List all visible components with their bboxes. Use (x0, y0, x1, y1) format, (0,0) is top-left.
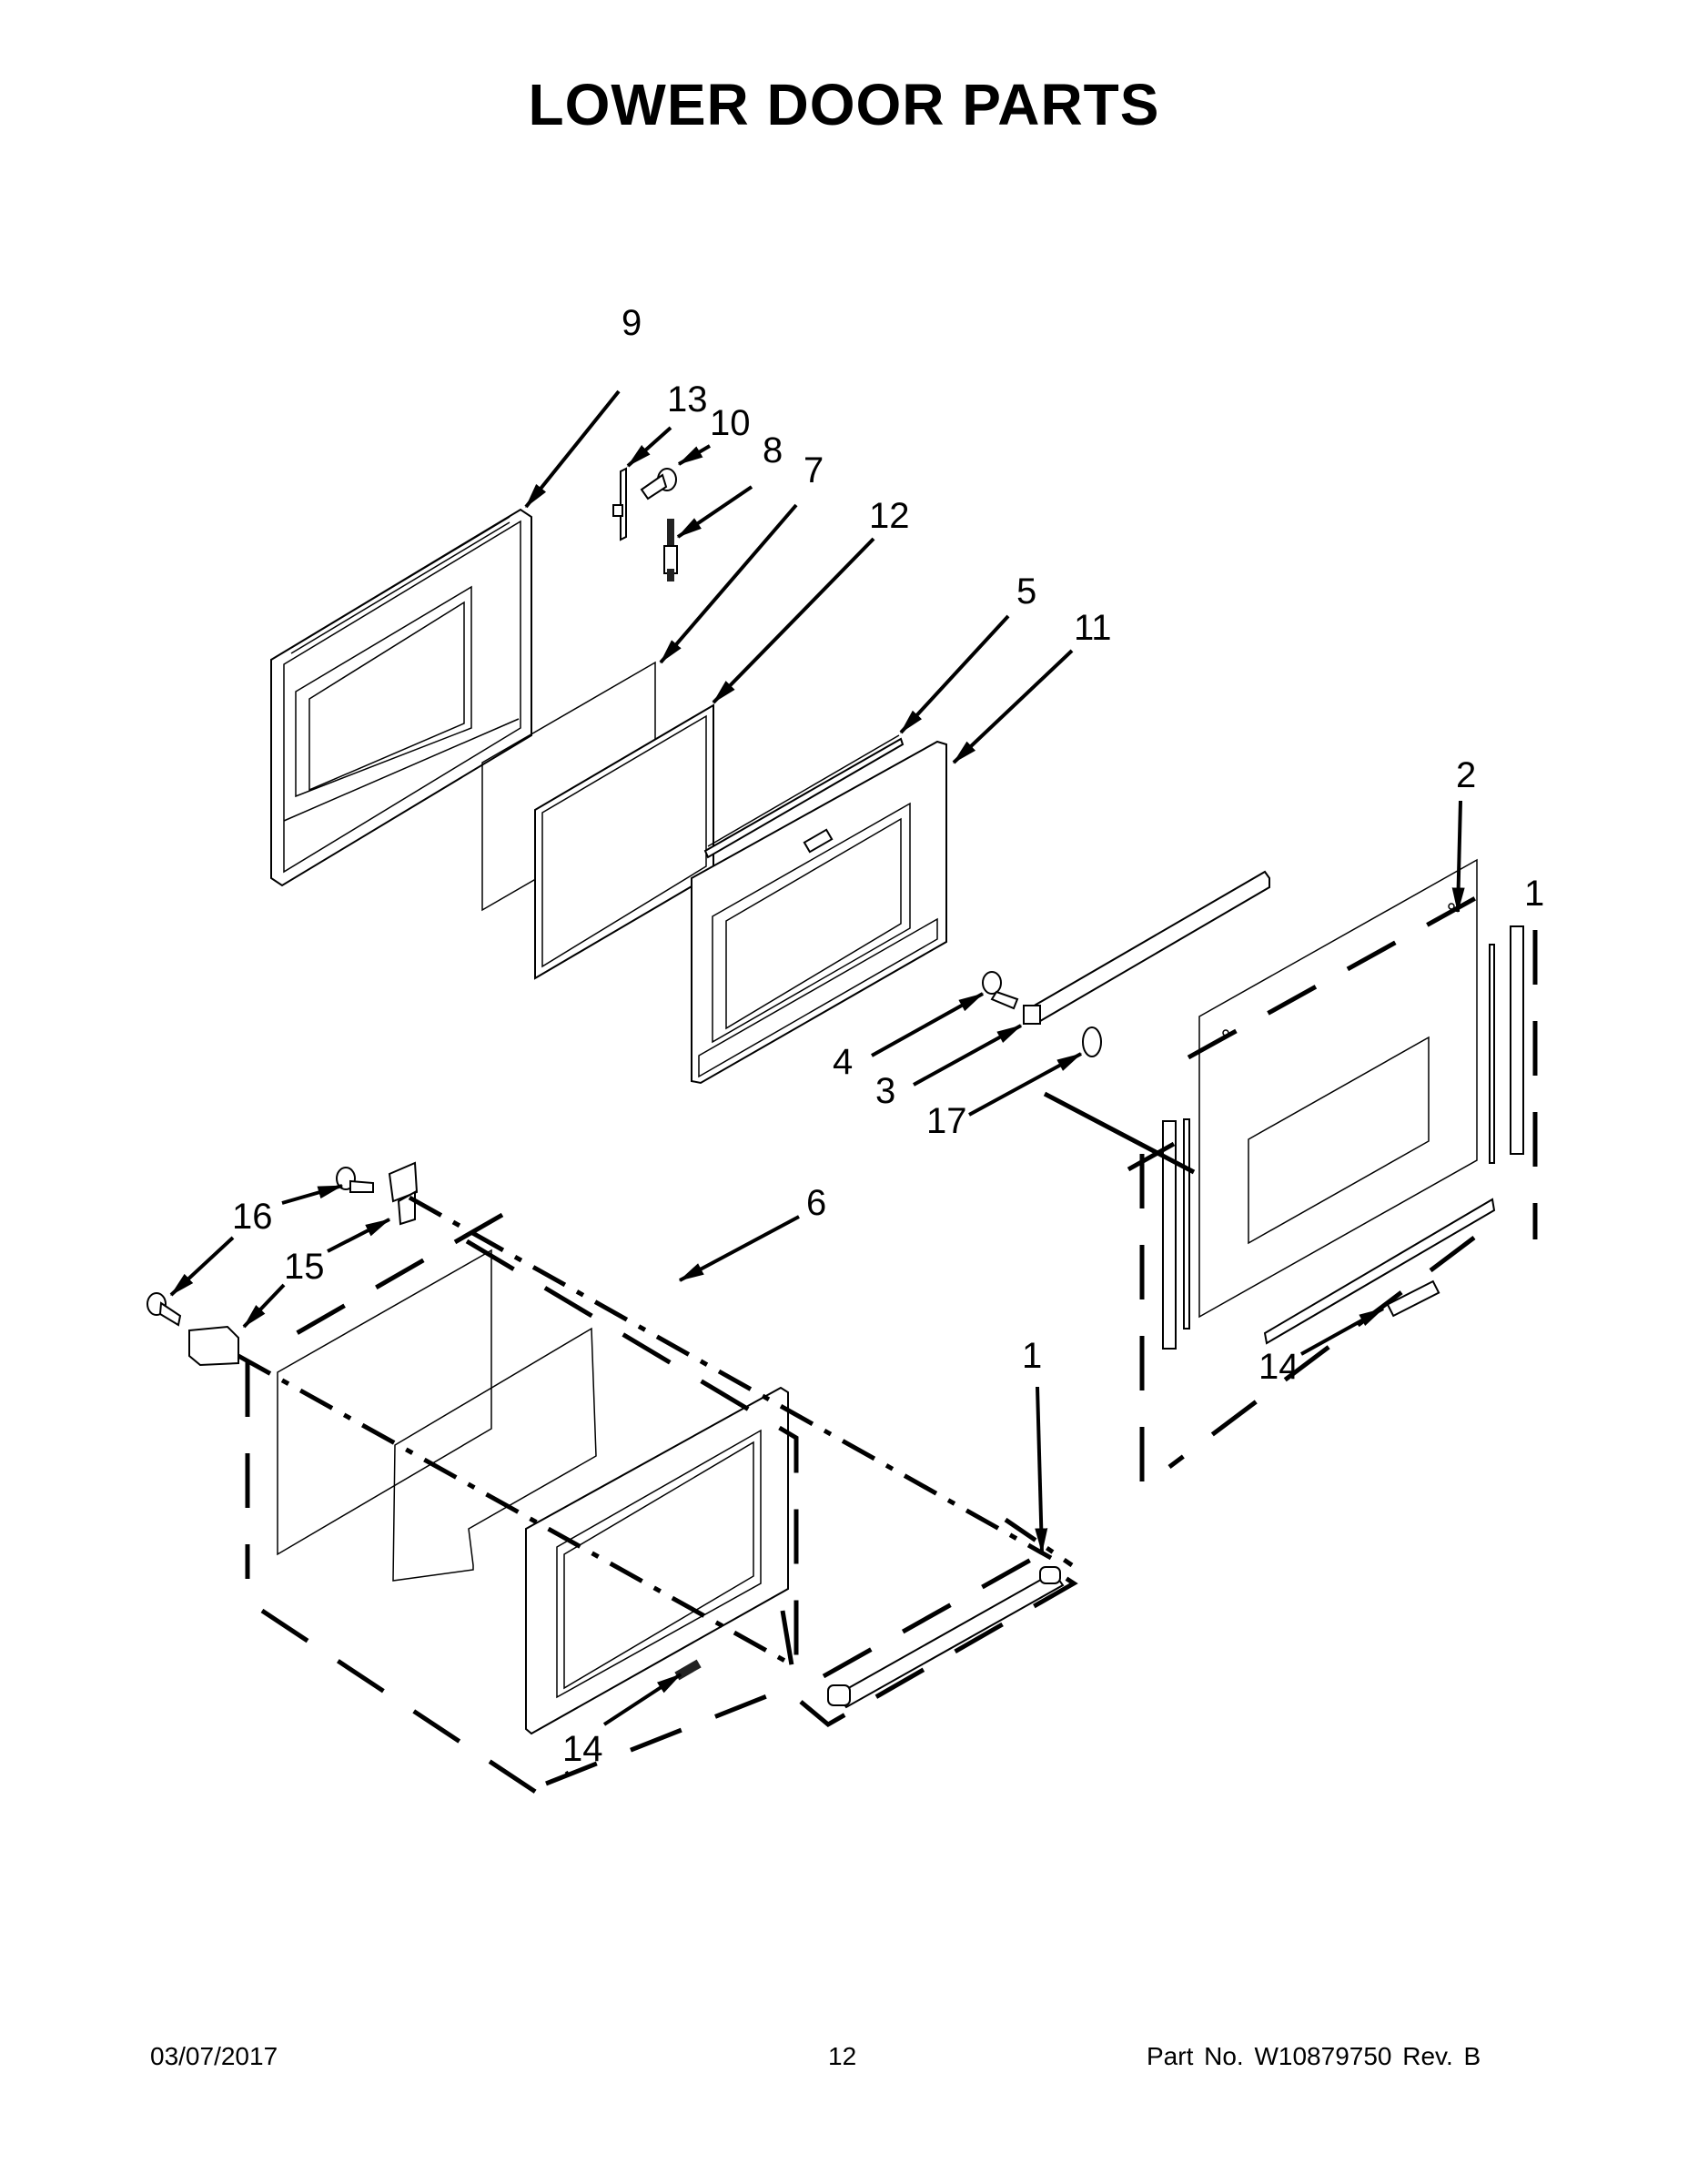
inner-door-liner-part (270, 508, 532, 887)
screw-lower-16 (147, 1292, 182, 1327)
handle-part (827, 1566, 1065, 1709)
screw-part-10 (640, 468, 677, 500)
screw-part-4 (982, 971, 1019, 1010)
callout-9: 9 (622, 303, 642, 343)
leader-arrows (169, 389, 1465, 1726)
hinge-bracket-lower (188, 1325, 239, 1367)
callout-17: 17 (926, 1101, 967, 1141)
screw-upper-16 (336, 1167, 374, 1193)
callout-4: 4 (833, 1042, 853, 1082)
hinge-bracket-upper (388, 1161, 419, 1226)
callout-14-bottom: 14 (562, 1729, 603, 1769)
bracket-part (612, 467, 627, 541)
callout-labels: 9 13 10 8 7 12 5 11 2 1 4 3 17 16 15 6 1… (232, 303, 1544, 1769)
axis-lines-dashdot (237, 1195, 1074, 1670)
outer-door-panel-part (1162, 858, 1524, 1350)
drawer-front-frame-part (525, 1386, 789, 1735)
hinge-rail-part (1023, 870, 1270, 1026)
handle-dashed-outline (799, 1553, 1078, 1728)
callout-13: 13 (667, 379, 708, 420)
footer-part-number: Part No. W10879750 Rev. B (1147, 2042, 1481, 2070)
callout-12: 12 (869, 496, 910, 536)
callout-2: 2 (1456, 755, 1476, 795)
drawer-wire-frame-part (392, 1327, 597, 1582)
drawer-glass-part (277, 1249, 492, 1556)
callout-11: 11 (1074, 608, 1112, 648)
callout-8: 8 (763, 430, 783, 470)
glass-pack-frame-part (691, 740, 947, 1085)
callout-16: 16 (232, 1197, 273, 1237)
page-title: LOWER DOOR PARTS (528, 72, 1160, 137)
door-switch-actuator-part (663, 519, 678, 581)
washer-part (1082, 1026, 1102, 1057)
axis-line-17 (1043, 1091, 1196, 1175)
drawer-dashed-outline (245, 1212, 800, 1795)
callout-5: 5 (1016, 571, 1036, 612)
callout-1-right: 1 (1524, 874, 1544, 914)
callout-15: 15 (284, 1247, 325, 1287)
top-trim-part (703, 734, 905, 859)
glass-gasket-frame-part (534, 703, 714, 980)
callout-6: 6 (806, 1183, 826, 1223)
callout-10: 10 (710, 403, 751, 443)
callout-7: 7 (804, 450, 824, 490)
outer-panel-dashed-outline (1139, 894, 1538, 1488)
callout-14-right: 14 (1258, 1347, 1299, 1387)
callout-3: 3 (875, 1071, 895, 1111)
footer-date: 03/07/2017 (150, 2042, 278, 2070)
footer-page-number: 12 (828, 2042, 857, 2070)
callout-1-bottom: 1 (1022, 1336, 1042, 1376)
